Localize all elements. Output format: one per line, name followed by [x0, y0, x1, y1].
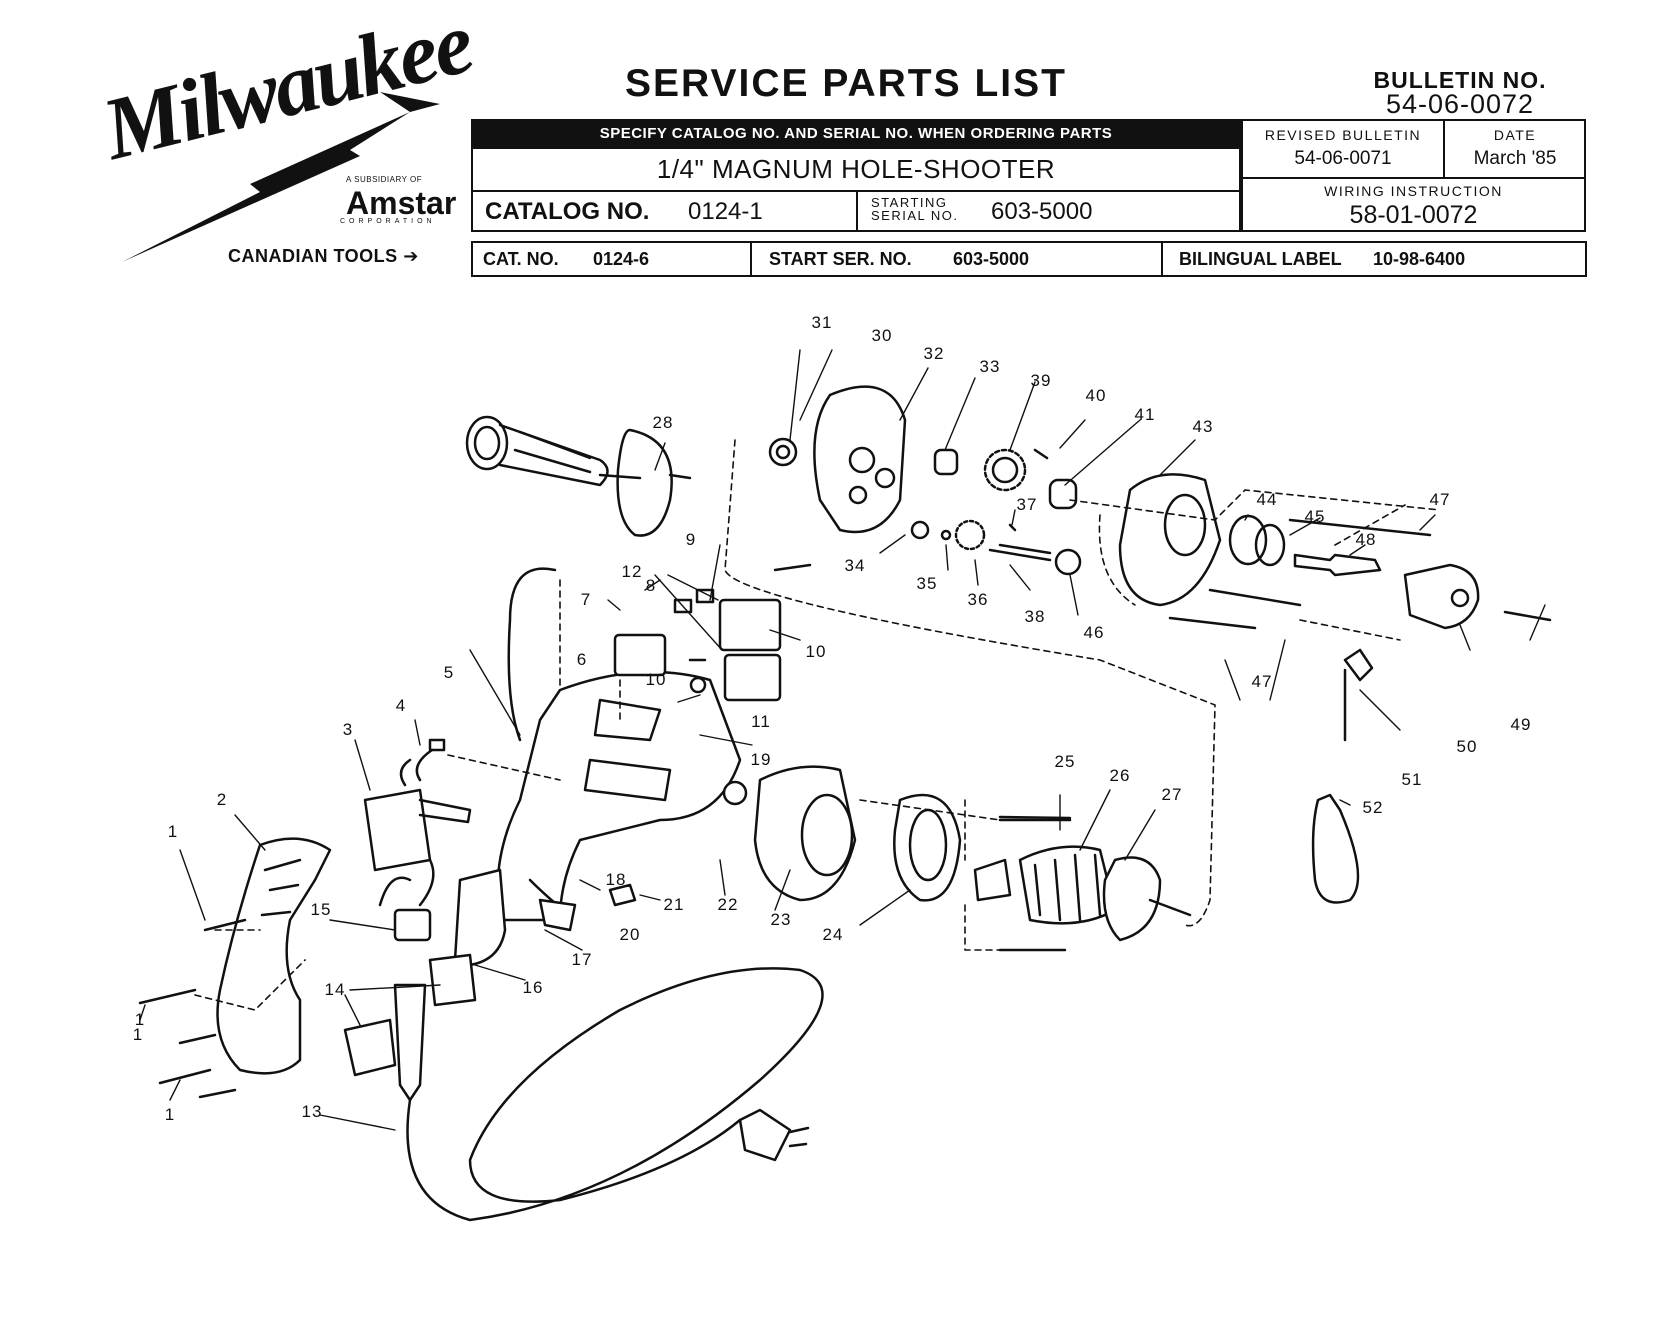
bilingual-label: BILINGUAL LABEL [1179, 249, 1342, 269]
callout-label: 1 [164, 1105, 176, 1124]
lightning-bolt-icon [122, 92, 440, 262]
callout-label: 43 [1192, 417, 1214, 436]
callout-label: 10 [645, 670, 667, 689]
callout-label: 34 [844, 556, 866, 575]
bulletin-number: 54-06-0072 [1385, 89, 1535, 119]
callout-label: 10 [805, 642, 827, 661]
callout-label: 36 [967, 590, 989, 609]
callout-label: 47 [1429, 490, 1451, 509]
callout-label: 52 [1362, 798, 1384, 817]
callout-label: 21 [663, 895, 685, 914]
bulletin-block: BULLETIN NO. 54-06-0072 [1350, 67, 1570, 119]
canadian-row: CAT. NO. 0124-6 START SER. NO. 603-5000 … [471, 241, 1587, 277]
starting-serial-number: 603-5000 [991, 198, 1093, 225]
arrow-right-icon: ➔ [403, 246, 419, 266]
wiring-instruction-number: 58-01-0072 [1349, 201, 1478, 229]
callout-label: 41 [1134, 405, 1156, 424]
catalog-label: CATALOG NO. [485, 198, 650, 225]
callout-label: 5 [443, 663, 455, 682]
callout-label: 47 [1251, 672, 1273, 691]
callout-label: 50 [1456, 737, 1478, 756]
callout-label: 6 [576, 650, 588, 669]
canadian-start-label: START SER. NO. [769, 249, 912, 269]
canadian-start-number: 603-5000 [953, 249, 1030, 269]
callout-label: 13 [301, 1102, 323, 1121]
callout-label: 26 [1109, 766, 1131, 785]
callout-label: 30 [871, 326, 893, 345]
order-notice-bar: SPECIFY CATALOG NO. AND SERIAL NO. WHEN … [471, 119, 1241, 149]
callout-label: 15 [310, 900, 332, 919]
revised-bulletin-label: REVISED BULLETIN [1264, 127, 1422, 143]
callout-label: 48 [1355, 530, 1377, 549]
callout-label: 33 [979, 357, 1001, 376]
callout-label: 14 [324, 980, 346, 999]
callout-label: 46 [1083, 623, 1105, 642]
bilingual-number: 10-98-6400 [1373, 249, 1466, 269]
callout-label: 32 [923, 344, 945, 363]
bulletin-label: BULLETIN NO. [1373, 67, 1547, 93]
callout-label: 49 [1510, 715, 1532, 734]
callout-label: 38 [1024, 607, 1046, 626]
callout-label: 11 [751, 712, 771, 731]
callout-label: 22 [717, 895, 739, 914]
callout-label: 20 [619, 925, 641, 944]
starting-serial-label: STARTING SERIAL NO. [871, 195, 959, 223]
wiring-instruction-label: WIRING INSTRUCTION [1324, 183, 1503, 199]
callout-label: 7 [580, 590, 592, 609]
callout-label: 17 [571, 950, 593, 969]
callout-label: 3 [342, 720, 354, 739]
callout-label: 40 [1085, 386, 1107, 405]
callout-label: 18 [605, 870, 627, 889]
catalog-number: 0124-1 [688, 198, 763, 225]
date-value: March '85 [1473, 148, 1557, 169]
date-label: DATE [1493, 127, 1537, 143]
callout-label: 27 [1161, 785, 1183, 804]
canadian-cat-number: 0124-6 [593, 249, 650, 269]
callout-label: 8 [645, 576, 657, 595]
callout-label: 16 [522, 978, 544, 997]
callout-label: 35 [916, 574, 938, 593]
revised-bulletin-number: 54-06-0071 [1294, 148, 1392, 169]
callout-label: 31 [811, 313, 833, 332]
page-title: SERVICE PARTS LIST [625, 62, 1067, 105]
callout-label: 1 [134, 1010, 146, 1029]
callout-label: 28 [652, 413, 674, 432]
callout-label: 44 [1256, 490, 1278, 509]
callout-label: 19 [750, 750, 772, 769]
canadian-tools-label: CANADIAN TOOLS ➔ [228, 246, 419, 266]
callout-label: 4 [395, 696, 407, 715]
callout-label: 2 [216, 790, 228, 809]
callout-label: 24 [822, 925, 844, 944]
callout-label: 37 [1016, 495, 1038, 514]
callout-label: 1 [132, 1025, 144, 1044]
catalog-row: CATALOG NO. 0124-1 STARTING SERIAL NO. 6… [471, 190, 1241, 232]
canadian-cat-label: CAT. NO. [483, 249, 559, 269]
revision-box: REVISED BULLETIN 54-06-0071 DATE March '… [1241, 119, 1586, 232]
callout-label: 23 [770, 910, 792, 929]
parent-brand: Amstar [346, 185, 457, 221]
parent-suffix: CORPORATION [340, 218, 436, 225]
callout-label: 39 [1030, 371, 1052, 390]
callout-label: 25 [1054, 752, 1076, 771]
callout-label: 12 [621, 562, 643, 581]
milwaukee-logo [110, 52, 455, 277]
callout-label: 9 [685, 530, 697, 549]
callout-label: 45 [1304, 507, 1326, 526]
subsidiary-text: A SUBSIDIARY OF [346, 175, 423, 184]
callout-label: 51 [1401, 770, 1423, 789]
callout-label: 1 [167, 822, 179, 841]
